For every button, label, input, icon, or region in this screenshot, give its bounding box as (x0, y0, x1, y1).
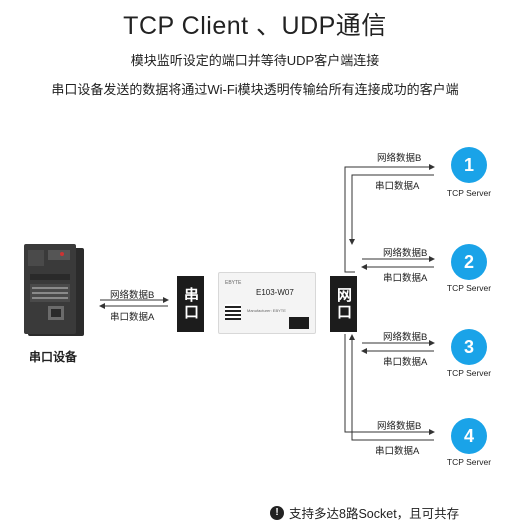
server-1-badge: 1 (451, 147, 487, 183)
subtitle-line-2: 串口设备发送的数据将通过Wi-Fi模块透明传输给所有连接成功的客户端 (51, 82, 459, 97)
branch-1-out (344, 164, 435, 273)
server-2-badge: 2 (451, 244, 487, 280)
server-4-badge: 4 (451, 418, 487, 454)
subtitle-line-1: 模块监听设定的端口并等待UDP客户端连接 (130, 53, 380, 68)
branch-1-in (349, 174, 434, 245)
server-3-data-a: 串口数据A (383, 357, 428, 368)
left-data-b-label: 网络数据B (110, 290, 155, 301)
page-title: TCP Client 、UDP通信 (123, 12, 387, 40)
server-4-label: TCP Server (446, 457, 492, 467)
server-4-data-a: 串口数据A (375, 446, 420, 457)
serial-port-tag: 串口 (177, 276, 204, 332)
server-3-badge: 3 (451, 329, 487, 365)
serial-device-label: 串口设备 (29, 350, 78, 364)
left-data-a-label: 串口数据A (110, 312, 155, 323)
server-3-data-b: 网络数据B (383, 332, 428, 343)
serial-device-illustration (22, 240, 88, 340)
module-brand: EBYTE (225, 280, 242, 286)
qr-code-icon (225, 304, 241, 320)
branch-4-in (349, 334, 434, 441)
footer-note-text: 支持多达8路Socket，且可共存 (289, 507, 460, 521)
info-icon: ! (270, 505, 284, 520)
module-maker: Manufacturer: EBYTE (247, 308, 286, 313)
server-1-data-b: 网络数据B (377, 153, 422, 164)
server-2-data-a: 串口数据A (383, 273, 428, 284)
server-2-label: TCP Server (446, 283, 492, 293)
wifi-module: EBYTE E103-W07 Manufacturer: EBYTE (218, 272, 316, 334)
server-2-data-b: 网络数据B (383, 248, 428, 259)
server-4-data-b: 网络数据B (377, 421, 422, 432)
footer-note: ! 支持多达8路Socket，且可共存 (270, 503, 459, 522)
module-chip (289, 317, 309, 329)
server-3-label: TCP Server (446, 368, 492, 378)
server-1-data-a: 串口数据A (375, 181, 420, 192)
branch-4-out (344, 334, 435, 435)
server-1-label: TCP Server (446, 188, 492, 198)
net-port-tag: 网口 (330, 276, 357, 332)
module-model: E103-W07 (256, 288, 294, 297)
